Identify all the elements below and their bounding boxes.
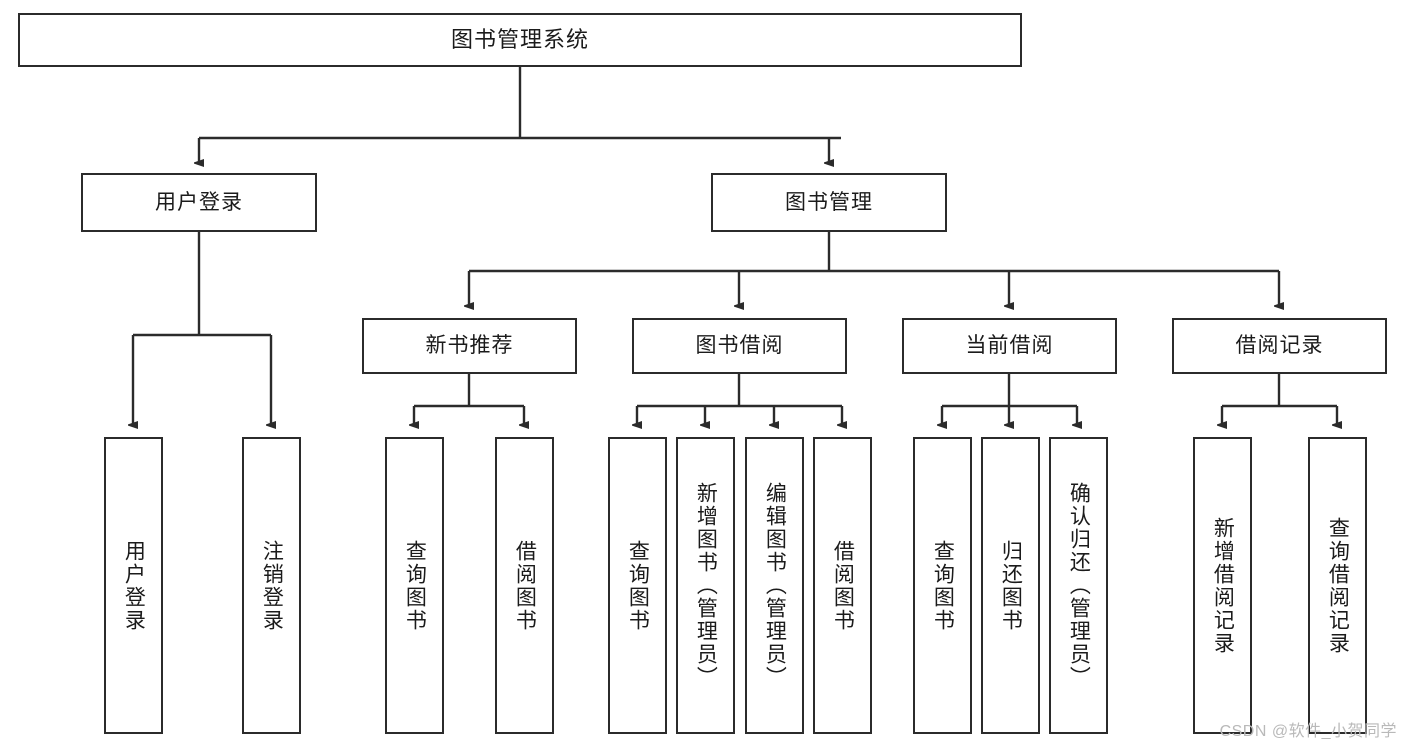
node-label: 查询借阅记录	[1326, 516, 1350, 655]
node-label: 图书管理	[785, 190, 873, 214]
leaf-borrow-add-book-admin[interactable]: 新增图书（管理员）	[676, 437, 735, 734]
node-label: 借阅记录	[1235, 334, 1324, 358]
node-label: 借阅图书	[513, 539, 537, 632]
leaf-recommend-query-book[interactable]: 查询图书	[385, 437, 444, 734]
node-book-borrow[interactable]: 图书借阅	[632, 318, 847, 374]
leaf-record-query-record[interactable]: 查询借阅记录	[1308, 437, 1367, 734]
node-label: 编辑图书（管理员）	[763, 482, 787, 689]
leaf-current-return-book[interactable]: 归还图书	[981, 437, 1040, 734]
node-book-management[interactable]: 图书管理	[711, 173, 947, 232]
node-user-login[interactable]: 用户登录	[81, 173, 317, 232]
leaf-recommend-borrow-book[interactable]: 借阅图书	[495, 437, 554, 734]
csdn-watermark: CSDN @软件_小贺同学	[1219, 723, 1397, 740]
node-borrow-record[interactable]: 借阅记录	[1172, 318, 1387, 374]
node-root-system[interactable]: 图书管理系统	[18, 13, 1022, 67]
node-new-book-recommend[interactable]: 新书推荐	[362, 318, 577, 374]
node-label: 归还图书	[999, 539, 1023, 632]
node-label: 用户登录	[122, 539, 146, 632]
node-label: 新增借阅记录	[1211, 516, 1235, 655]
node-label: 新增图书（管理员）	[694, 482, 718, 689]
leaf-user-login-login[interactable]: 用户登录	[104, 437, 163, 734]
node-label: 用户登录	[155, 190, 243, 214]
node-label: 图书管理系统	[450, 26, 589, 52]
leaf-borrow-edit-book-admin[interactable]: 编辑图书（管理员）	[745, 437, 804, 734]
leaf-current-confirm-return-admin[interactable]: 确认归还（管理员）	[1049, 437, 1108, 734]
node-label: 确认归还（管理员）	[1067, 482, 1091, 689]
node-label: 图书借阅	[695, 334, 784, 358]
leaf-user-login-logout[interactable]: 注销登录	[242, 437, 301, 734]
leaf-borrow-query-book[interactable]: 查询图书	[608, 437, 667, 734]
node-label: 注销登录	[260, 539, 284, 632]
node-label: 新书推荐	[425, 334, 514, 358]
node-label: 借阅图书	[831, 539, 855, 632]
leaf-record-add-record[interactable]: 新增借阅记录	[1193, 437, 1252, 734]
leaf-borrow-borrow-book[interactable]: 借阅图书	[813, 437, 872, 734]
leaf-current-query-book[interactable]: 查询图书	[913, 437, 972, 734]
node-label: 当前借阅	[965, 334, 1054, 358]
node-label: 查询图书	[626, 539, 650, 632]
node-current-borrow[interactable]: 当前借阅	[902, 318, 1117, 374]
node-label: 查询图书	[403, 539, 427, 632]
node-label: 查询图书	[931, 539, 955, 632]
